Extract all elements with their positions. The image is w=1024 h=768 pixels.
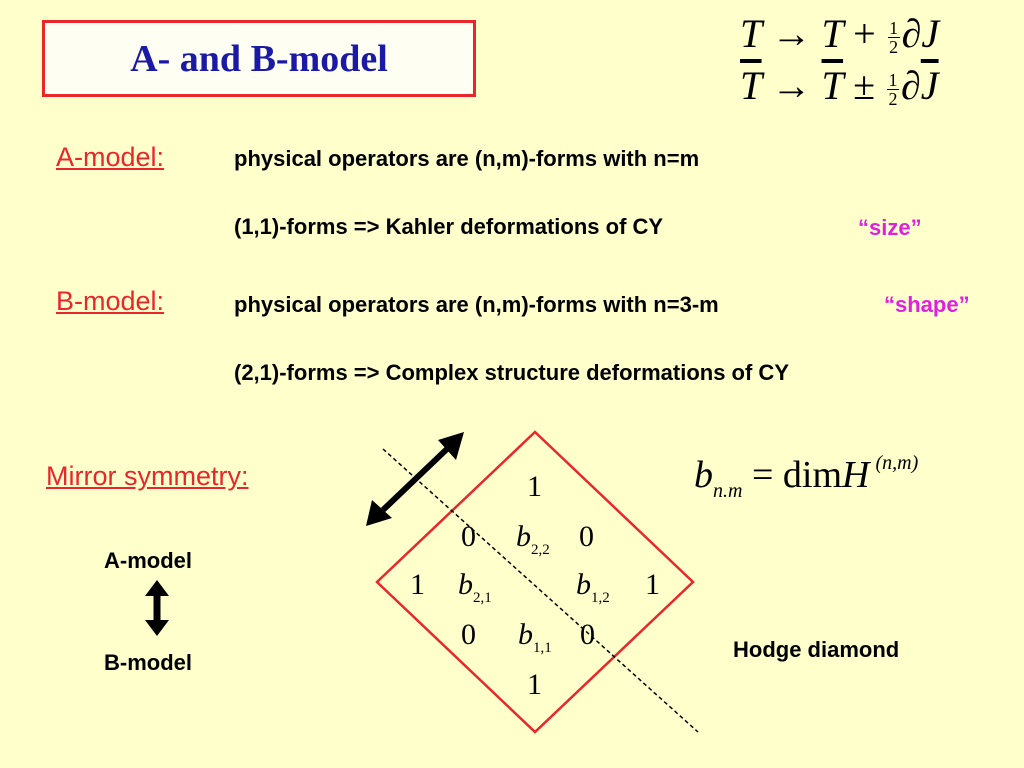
formula-h: H bbox=[842, 454, 870, 496]
hodge-r2-c1: 0 bbox=[461, 520, 476, 553]
hodge-b12-sub: 1,2 bbox=[591, 590, 610, 606]
transform-line-2: T → T ± 1 2 ∂J bbox=[740, 63, 939, 110]
t-bar-rhs-2: T bbox=[821, 63, 844, 108]
slide-title: A- and B-model bbox=[130, 37, 388, 80]
t-rhs-1: T bbox=[821, 11, 844, 56]
t-lhs-1: T bbox=[740, 11, 762, 56]
formula-equals: = bbox=[751, 454, 774, 496]
hodge-diamond-outline bbox=[375, 430, 695, 734]
frac-num-2: 1 bbox=[888, 70, 898, 91]
hodge-b21: b2,1 bbox=[458, 568, 492, 607]
b-model-line-1: physical operators are (n,m)-forms with … bbox=[234, 292, 719, 317]
b-model-label: B-model: bbox=[56, 286, 165, 316]
mirror-b-model: B-model bbox=[104, 650, 192, 675]
arrow-2: → bbox=[771, 63, 812, 108]
formula-subscript: n.m bbox=[713, 480, 743, 502]
vertical-double-arrow-icon bbox=[145, 580, 169, 636]
formula-superscript: (n,m) bbox=[875, 452, 919, 474]
t-bar-lhs-2: T bbox=[740, 63, 762, 108]
mirror-symmetry-label: Mirror symmetry: bbox=[46, 461, 249, 491]
hodge-b12: b1,2 bbox=[576, 568, 610, 607]
arrow-1: → bbox=[771, 11, 812, 56]
hodge-b11: b1,1 bbox=[518, 618, 552, 657]
hodge-r5-c1: 1 bbox=[527, 668, 542, 701]
size-note: “size” bbox=[858, 215, 922, 240]
b-model-line-2: (2,1)-forms => Complex structure deforma… bbox=[234, 360, 789, 385]
j-bar-2: J bbox=[920, 63, 939, 108]
hodge-r4-c1: 0 bbox=[461, 618, 476, 651]
formula-dim: dim bbox=[782, 454, 843, 496]
frac-den-1: 2 bbox=[889, 37, 899, 58]
half-fraction-1: 1 2 bbox=[887, 18, 900, 58]
a-model-line-1: physical operators are (n,m)-forms with … bbox=[234, 146, 700, 171]
hodge-b22-sub: 2,2 bbox=[531, 542, 550, 558]
partial-1: ∂ bbox=[901, 11, 922, 56]
hodge-b21-symbol: b bbox=[458, 568, 473, 601]
hodge-r2-c3: 0 bbox=[579, 520, 594, 553]
mirror-dashed-line bbox=[382, 448, 699, 733]
plus-op: + bbox=[853, 11, 876, 56]
frac-den-2: 2 bbox=[888, 89, 898, 110]
formula-b: b bbox=[694, 454, 713, 496]
diagonal-double-arrow-icon bbox=[366, 432, 464, 526]
hodge-r3-c1: 1 bbox=[410, 568, 425, 601]
half-fraction-2: 1 2 bbox=[887, 70, 900, 110]
title-box bbox=[42, 20, 476, 97]
shape-note: “shape” bbox=[884, 292, 970, 317]
a-model-line-2: (1,1)-forms => Kahler deformations of CY bbox=[234, 214, 664, 239]
hodge-b21-sub: 2,1 bbox=[473, 590, 492, 606]
plus-minus-op: ± bbox=[853, 63, 876, 108]
a-model-label: A-model: bbox=[56, 142, 165, 172]
hodge-b12-symbol: b bbox=[576, 568, 591, 601]
mirror-a-model: A-model bbox=[104, 548, 192, 573]
hodge-b11-sub: 1,1 bbox=[533, 640, 552, 656]
hodge-number-formula: bn.m = dimH(n,m) bbox=[694, 452, 918, 503]
hodge-diamond-caption: Hodge diamond bbox=[733, 637, 900, 662]
hodge-b22-symbol: b bbox=[516, 520, 531, 553]
hodge-b11-symbol: b bbox=[518, 618, 533, 651]
transform-line-1: T → T + 1 2 ∂J bbox=[740, 11, 940, 58]
frac-num-1: 1 bbox=[889, 18, 899, 39]
hodge-r4-c3: 0 bbox=[580, 618, 595, 651]
j-1: J bbox=[921, 11, 940, 56]
hodge-b22: b2,2 bbox=[516, 520, 550, 559]
partial-2: ∂ bbox=[901, 63, 921, 108]
hodge-r3-c4: 1 bbox=[645, 568, 660, 601]
hodge-r1-c1: 1 bbox=[527, 470, 542, 503]
